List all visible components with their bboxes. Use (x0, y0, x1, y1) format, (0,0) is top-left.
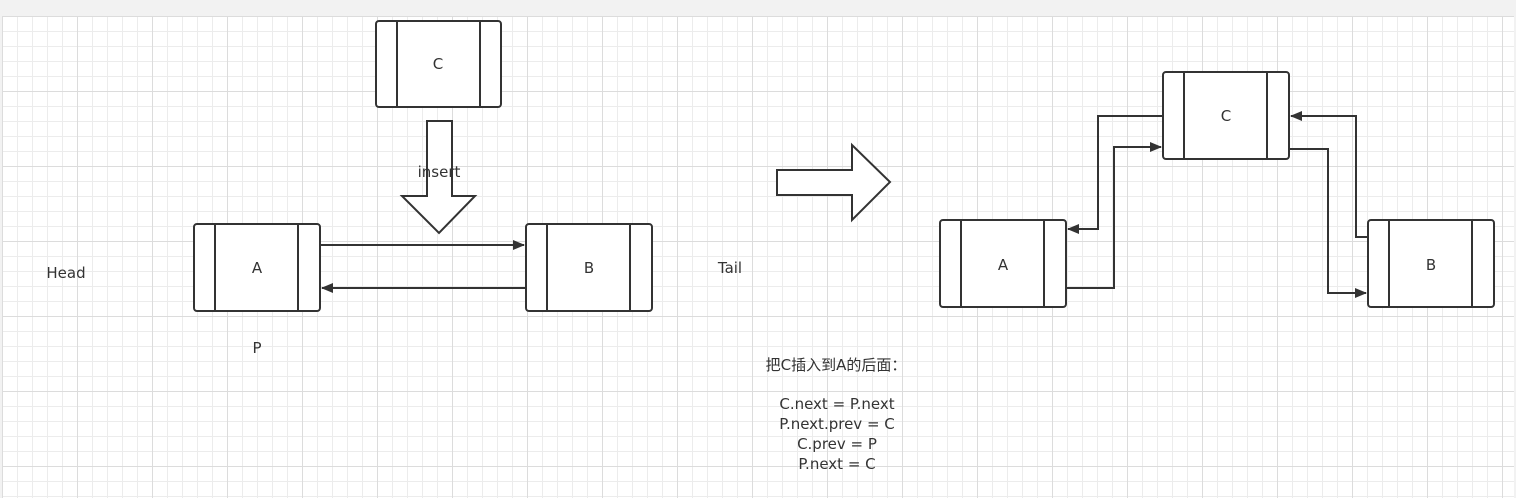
note-line: C.next = P.next (779, 395, 894, 413)
note-line: P.next.prev = C (779, 415, 895, 433)
left-node-c[interactable]: C (375, 20, 502, 108)
right-node-c-label: C (1221, 107, 1231, 125)
edge-c-to-a (1067, 115, 1163, 234)
edge-b-to-c (1290, 111, 1368, 238)
right-node-b[interactable]: B (1367, 219, 1495, 308)
right-node-a[interactable]: A (939, 219, 1067, 308)
left-node-b-label: B (584, 259, 594, 277)
head-label: Head (46, 264, 85, 282)
right-node-a-label: A (998, 256, 1009, 274)
tail-label: Tail (717, 259, 742, 277)
p-label: P (252, 339, 261, 357)
left-node-a-label: A (252, 259, 263, 277)
edge-a-to-c (1066, 142, 1162, 289)
note-line: P.next = C (798, 455, 875, 473)
left-node-a[interactable]: A (193, 223, 321, 312)
transition-arrow (776, 142, 892, 223)
note-line: C.prev = P (797, 435, 877, 453)
left-node-b[interactable]: B (525, 223, 653, 312)
left-node-c-label: C (433, 55, 443, 73)
note-title: 把C插入到A的后面： (766, 356, 907, 374)
right-node-c[interactable]: C (1162, 71, 1290, 160)
right-node-b-label: B (1426, 256, 1436, 274)
insert-down-arrow (399, 120, 478, 235)
edge-c-to-b (1289, 148, 1367, 298)
insert-label: insert (418, 163, 461, 181)
